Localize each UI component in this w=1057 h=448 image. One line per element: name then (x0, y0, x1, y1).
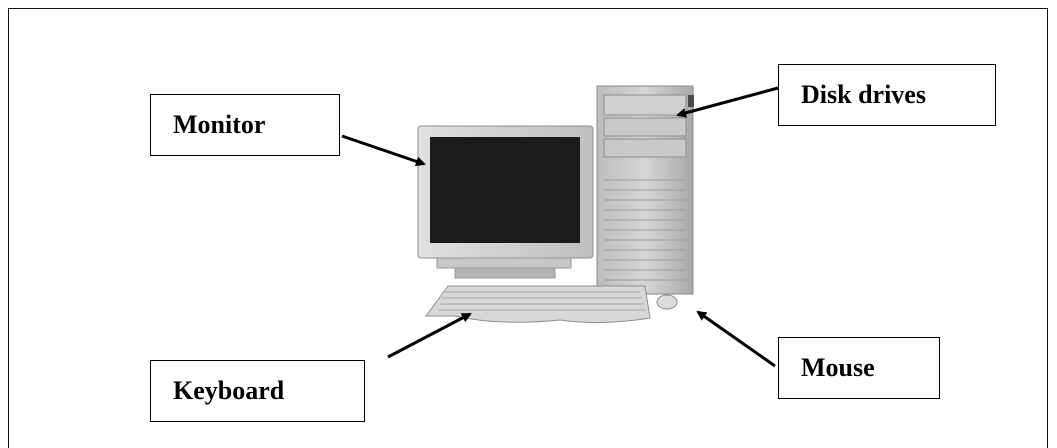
monitor-arrow (341, 134, 426, 167)
disk-drives-label-box: Disk drives (778, 64, 996, 126)
mouse-label-box: Mouse (778, 337, 940, 399)
tower-case (596, 85, 694, 295)
keyboard-label-box: Keyboard (150, 360, 365, 422)
diagram-frame (8, 8, 1048, 448)
disk-drives-label: Disk drives (801, 80, 926, 109)
disk-drives-arrow (676, 86, 779, 118)
keyboard-arrow (387, 312, 472, 359)
mouse-arrow (696, 310, 776, 368)
keyboard-label: Keyboard (173, 376, 285, 405)
mouse-illustration (656, 294, 678, 310)
monitor-label-box: Monitor (150, 94, 340, 156)
monitor-label: Monitor (173, 110, 266, 139)
monitor-illustration (417, 125, 594, 279)
keyboard-illustration (425, 285, 651, 324)
mouse-label: Mouse (801, 353, 875, 382)
